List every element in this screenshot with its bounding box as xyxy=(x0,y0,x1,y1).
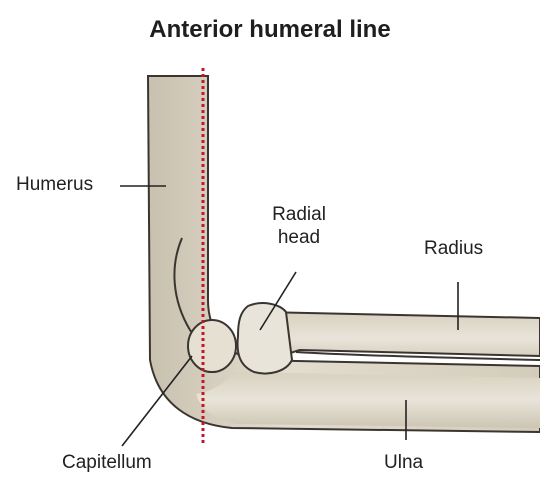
label-ulna: Ulna xyxy=(384,452,423,475)
label-humerus: Humerus xyxy=(16,174,93,197)
label-radial-head-line1: Radial xyxy=(262,204,336,227)
radius-bone xyxy=(262,312,540,366)
label-radius: Radius xyxy=(424,238,483,261)
radial-head-bone xyxy=(238,303,292,373)
capitellum-bone xyxy=(188,320,236,372)
label-radial-head-line2: head xyxy=(262,227,336,250)
label-radial-head: Radial head xyxy=(262,204,336,250)
label-capitellum: Capitellum xyxy=(62,452,152,475)
ulna-bone xyxy=(196,372,540,428)
